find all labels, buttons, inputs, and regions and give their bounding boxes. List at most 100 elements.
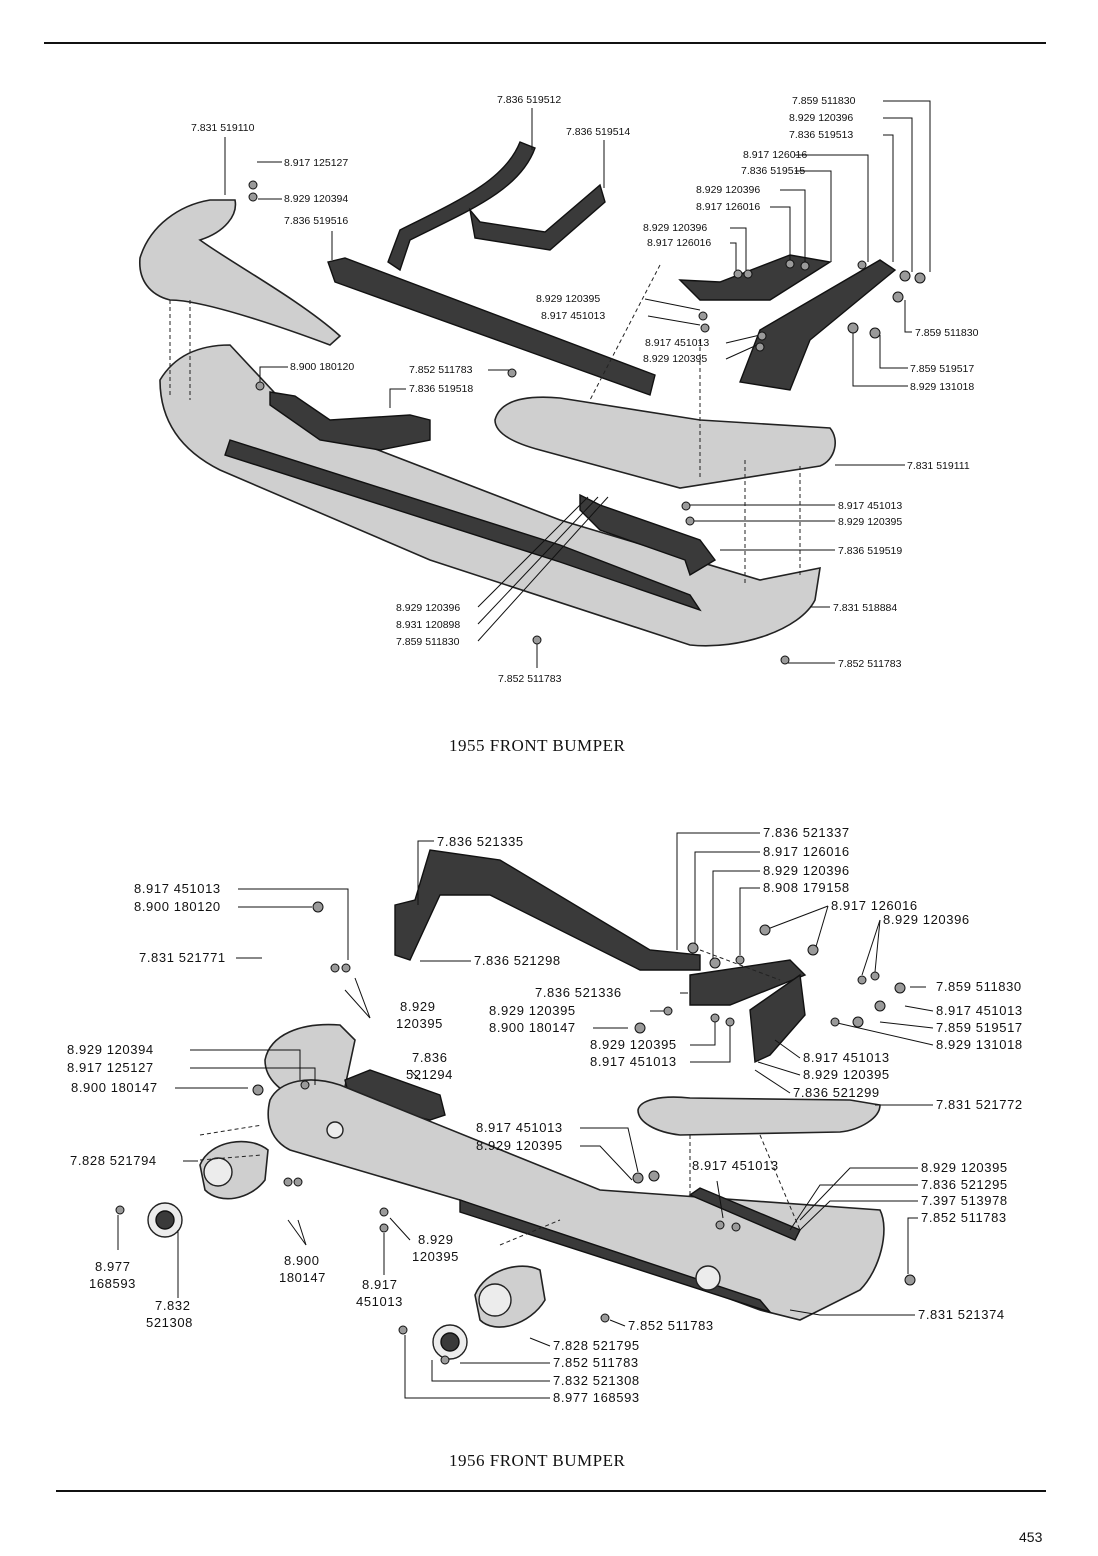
label-1956: 8.917 451013 xyxy=(590,1054,677,1069)
label-1955: 7.859 519517 xyxy=(910,363,974,375)
label-1955: 8.917 451013 xyxy=(541,310,605,322)
labels-1955: 7.831 519110 8.917 125127 8.929 120394 7… xyxy=(191,94,979,685)
label-1956: 521294 xyxy=(406,1067,453,1082)
label-1955: 7.852 511783 xyxy=(409,364,473,376)
label-1955: 7.836 519519 xyxy=(838,545,902,557)
label-1956: 8.929 120395 xyxy=(476,1138,563,1153)
label-1956: 8.900 180120 xyxy=(134,899,221,914)
label-1956: 8.917 xyxy=(362,1277,398,1292)
label-1956: 7.836 521298 xyxy=(474,953,561,968)
label-1955: 7.836 519513 xyxy=(789,129,853,141)
label-1956: 7.831 521374 xyxy=(918,1307,1005,1322)
label-1955: 8.929 131018 xyxy=(910,381,974,393)
label-1956: 7.836 521336 xyxy=(535,985,622,1000)
label-1956: 8.929 120396 xyxy=(883,912,970,927)
hardware-1956 xyxy=(115,901,916,1365)
label-1956: 8.929 xyxy=(400,999,436,1014)
label-1956: 451013 xyxy=(356,1294,403,1309)
label-1955: 7.852 511783 xyxy=(498,673,562,685)
label-1956: 7.859 519517 xyxy=(936,1020,1023,1035)
bottom-rule xyxy=(56,1490,1046,1492)
label-1956: 120395 xyxy=(412,1249,459,1264)
label-1955: 8.929 120395 xyxy=(838,516,902,528)
label-1955: 8.929 120396 xyxy=(789,112,853,124)
label-1956: 7.852 511783 xyxy=(553,1355,639,1370)
label-1956: 8.908 179158 xyxy=(763,880,850,895)
label-1955: 8.929 120394 xyxy=(284,193,348,205)
alignment-lines-1955 xyxy=(169,264,801,585)
label-1955: 8.929 120396 xyxy=(696,184,760,196)
label-1955: 7.831 518884 xyxy=(833,602,897,614)
label-1956: 8.917 451013 xyxy=(134,881,221,896)
label-1956: 7.852 511783 xyxy=(628,1318,714,1333)
label-1955: 7.836 519516 xyxy=(284,215,348,227)
diagram-1955: 7.831 519110 8.917 125127 8.929 120394 7… xyxy=(139,94,979,685)
label-1956: 8.900 180147 xyxy=(71,1080,158,1095)
label-1956: 7.831 521772 xyxy=(936,1097,1023,1112)
label-1956: 8.929 131018 xyxy=(936,1037,1023,1052)
label-1956: 8.917 451013 xyxy=(476,1120,563,1135)
label-1956: 8.917 126016 xyxy=(763,844,850,859)
label-1956: 8.900 180147 xyxy=(489,1020,576,1035)
label-1955: 8.929 120396 xyxy=(643,222,707,234)
label-1956: 521308 xyxy=(146,1315,193,1330)
label-1955: 8.917 125127 xyxy=(284,157,348,169)
label-1956: 8.929 120396 xyxy=(763,863,850,878)
page-number: 453 xyxy=(1019,1529,1043,1545)
parts-1955 xyxy=(139,141,897,647)
label-1956: 7.832 xyxy=(155,1298,191,1313)
label-1956: 7.828 521795 xyxy=(553,1338,640,1353)
label-1955: 7.852 511783 xyxy=(838,658,902,670)
label-1956: 8.929 xyxy=(418,1232,454,1247)
label-1956: 7.852 511783 xyxy=(921,1210,1007,1225)
label-1956: 8.917 451013 xyxy=(936,1003,1023,1018)
label-1956: 8.977 168593 xyxy=(553,1390,640,1405)
label-1956: 8.929 120394 xyxy=(67,1042,154,1057)
label-1955: 7.859 511830 xyxy=(792,95,856,107)
label-1956: 7.397 513978 xyxy=(921,1193,1008,1208)
label-1956: 8.900 xyxy=(284,1253,320,1268)
label-1955: 8.917 451013 xyxy=(838,500,902,512)
label-1956: 8.929 120395 xyxy=(489,1003,576,1018)
labels-1956: 7.836 521335 7.836 521337 8.917 126016 8… xyxy=(67,825,1023,1405)
label-1956: 180147 xyxy=(279,1270,326,1285)
label-1955: 7.836 519514 xyxy=(566,126,630,138)
leader-lines-1955 xyxy=(224,100,931,668)
label-1955: 8.917 126016 xyxy=(647,237,711,249)
label-1956: 168593 xyxy=(89,1276,136,1291)
caption-1955: 1955 FRONT BUMPER xyxy=(449,736,626,755)
label-1956: 7.831 521771 xyxy=(139,950,226,965)
label-1955: 7.859 511830 xyxy=(915,327,979,339)
label-1956: 8.929 120395 xyxy=(803,1067,890,1082)
label-1955: 7.859 511830 xyxy=(396,636,460,648)
label-1956: 8.917 451013 xyxy=(692,1158,779,1173)
caption-1956: 1956 FRONT BUMPER xyxy=(449,1451,626,1470)
label-1956: 7.836 521299 xyxy=(793,1085,880,1100)
label-1955: 7.831 519111 xyxy=(907,460,970,472)
top-rule xyxy=(44,42,1046,44)
label-1955: 7.831 519110 xyxy=(191,122,255,134)
label-1956: 8.917 451013 xyxy=(803,1050,890,1065)
label-1956: 7.859 511830 xyxy=(936,979,1022,994)
label-1956: 8.977 xyxy=(95,1259,131,1274)
label-1955: 7.836 519512 xyxy=(497,94,561,106)
label-1956: 120395 xyxy=(396,1016,443,1031)
hardware-1955 xyxy=(248,180,926,665)
label-1956: 7.836 521335 xyxy=(437,834,524,849)
label-1956: 7.836 xyxy=(412,1050,448,1065)
label-1955: 8.929 120395 xyxy=(643,353,707,365)
label-1955: 8.931 120898 xyxy=(396,619,460,631)
diagram-1956: 7.836 521335 7.836 521337 8.917 126016 8… xyxy=(67,825,1023,1405)
label-1955: 8.929 120396 xyxy=(396,602,460,614)
label-1955: 8.929 120395 xyxy=(536,293,600,305)
label-1956: 7.836 521337 xyxy=(763,825,850,840)
label-1955: 8.917 451013 xyxy=(645,337,709,349)
label-1955: 8.917 126016 xyxy=(696,201,760,213)
label-1955: 7.836 519515 xyxy=(741,165,805,177)
label-1956: 8.929 120395 xyxy=(921,1160,1008,1175)
label-1956: 7.836 521295 xyxy=(921,1177,1008,1192)
label-1956: 8.917 125127 xyxy=(67,1060,154,1075)
label-1955: 7.836 519518 xyxy=(409,383,473,395)
parts-1956 xyxy=(147,849,885,1360)
label-1956: 8.929 120395 xyxy=(590,1037,677,1052)
